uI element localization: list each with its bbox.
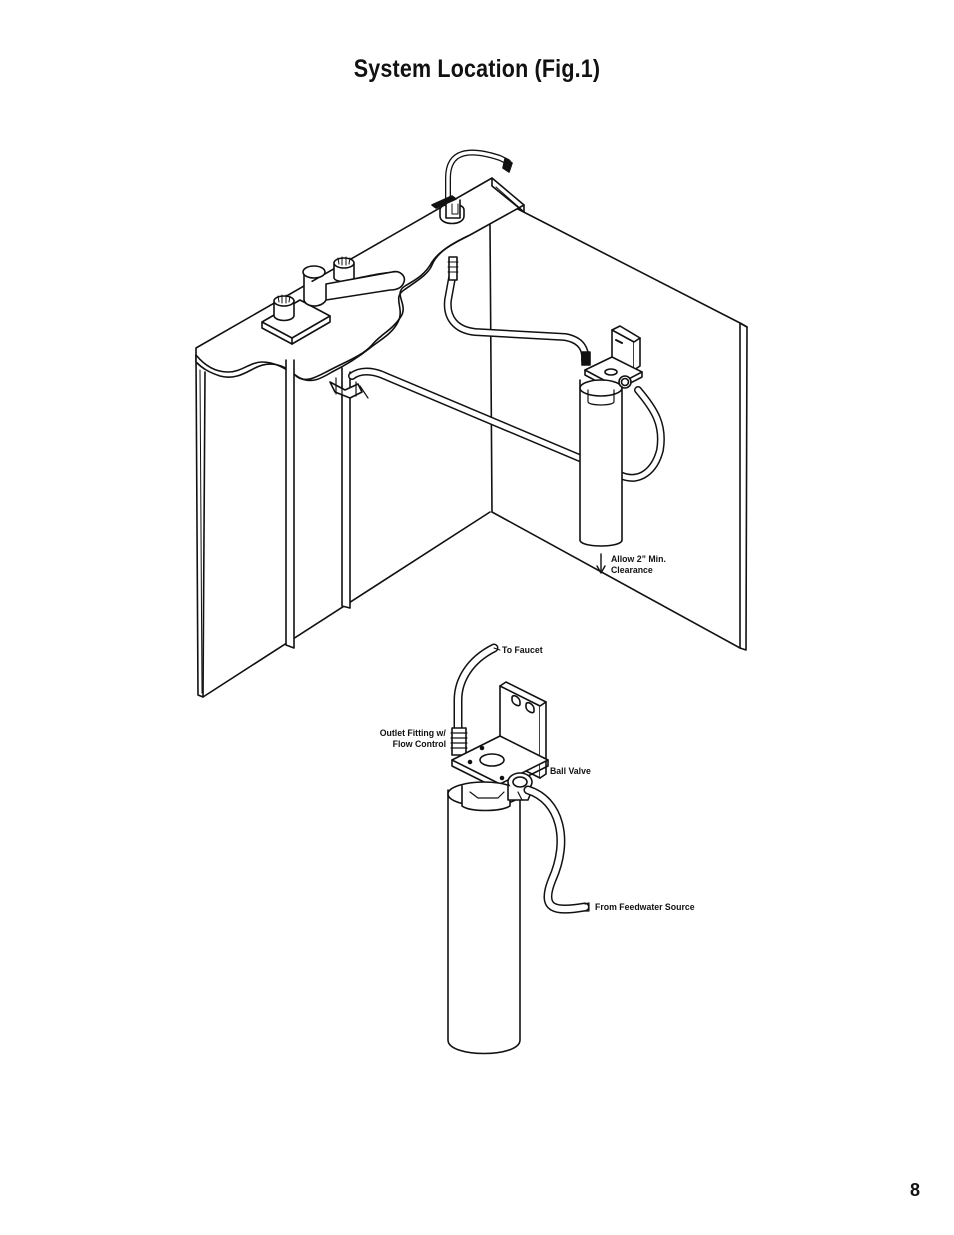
drinking-faucet (432, 153, 512, 224)
cabinet-walls (196, 205, 747, 697)
detail-filter (448, 648, 589, 1054)
clearance-arrow (597, 554, 605, 573)
to-faucet-label: To Faucet (502, 645, 543, 656)
outlet-tubing (448, 257, 590, 365)
drain-pipes (286, 360, 368, 648)
feedwater-label: From Feedwater Source (595, 902, 695, 913)
sink-faucet (262, 257, 404, 344)
installed-filter (580, 326, 642, 546)
feed-tubing (352, 372, 661, 478)
ball-valve-label: Ball Valve (550, 766, 591, 777)
clearance-label-line2: Clearance (611, 565, 653, 576)
outlet-fitting-label-line1: Outlet Fitting w/ (379, 728, 446, 739)
clearance-label-line1: Allow 2” Min. (611, 554, 666, 565)
outlet-fitting-label-line2: Flow Control (392, 739, 446, 750)
page-number: 8 (909, 1180, 920, 1200)
page-title: System Location (Fig.1) (353, 55, 601, 83)
